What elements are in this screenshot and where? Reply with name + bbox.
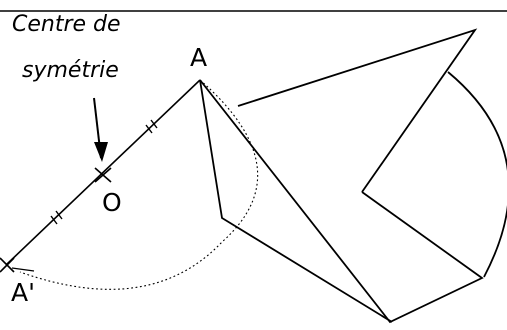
- point-label-o: O: [102, 188, 122, 217]
- point-cross-a-prime: [0, 257, 35, 273]
- half-turn-dotted-arc: [19, 79, 259, 290]
- tick-marks-segment-oa-prime: [50, 210, 63, 225]
- callout-arrow: [93, 97, 108, 162]
- center-point-cross-o: [94, 167, 112, 183]
- callout-line-1: Centre de: [12, 12, 121, 37]
- tick-marks-segment-ao: [145, 119, 158, 134]
- rotated-shape-outline: [199, 28, 507, 324]
- symmetry-segment-aa-prime: [5, 79, 201, 266]
- point-label-a: A: [190, 43, 208, 72]
- callout-line-2: symétrie: [22, 58, 119, 83]
- point-label-a-prime: A': [11, 278, 35, 307]
